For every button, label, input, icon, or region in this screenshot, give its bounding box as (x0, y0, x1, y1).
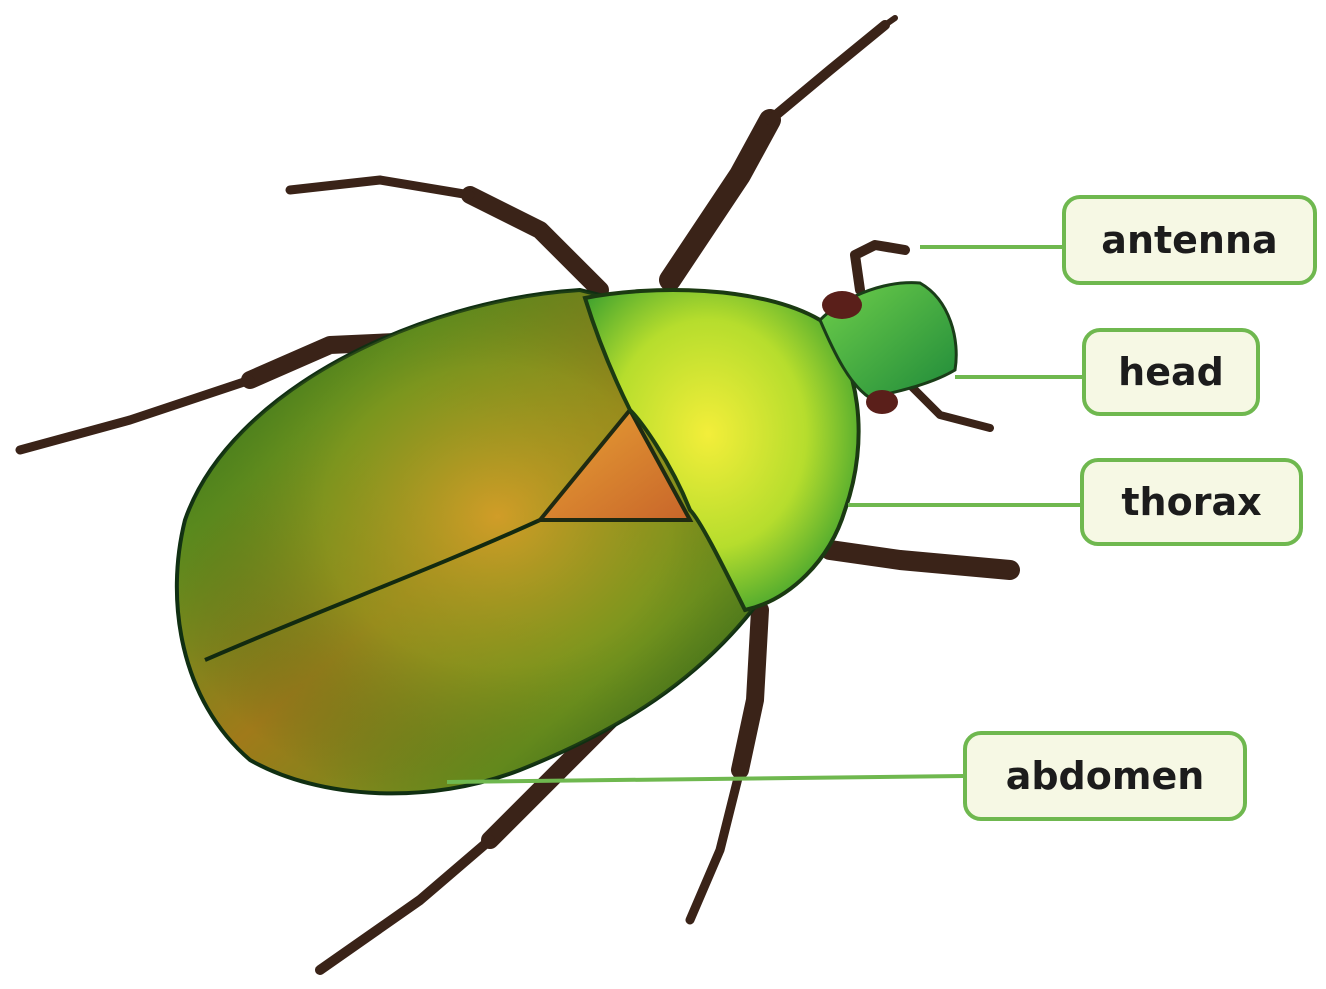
label-abdomen: abdomen (963, 731, 1247, 821)
label-head: head (1082, 328, 1260, 416)
eye-upper (822, 291, 862, 319)
eye-lower (866, 390, 898, 414)
leader-line-abdomen (447, 776, 963, 782)
label-antenna: antenna (1062, 195, 1317, 285)
label-thorax: thorax (1080, 458, 1303, 546)
